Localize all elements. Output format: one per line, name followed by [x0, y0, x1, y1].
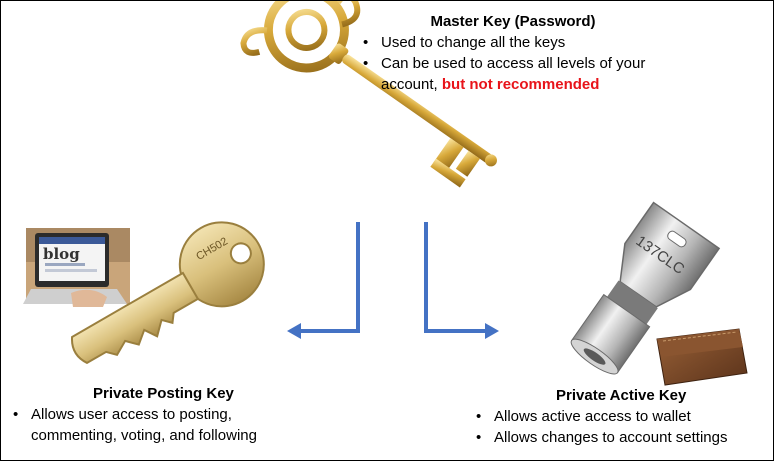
active-key-bullet: Allows changes to account settings: [472, 427, 772, 448]
posting-key-bullets: Allows user access to posting, commentin…: [9, 404, 309, 446]
posting-key-block: Private Posting Key Allows user access t…: [9, 385, 329, 446]
tubular-key-icon: 137CLC: [570, 201, 721, 375]
laptop-photo: [23, 228, 130, 307]
arrow-to-active-key: [424, 222, 499, 339]
master-key-bullet: Used to change all the keys: [359, 32, 679, 53]
master-key-title: Master Key (Password): [430, 13, 596, 30]
active-key-bullet: Allows active access to wallet: [472, 406, 772, 427]
wallet-icon: [656, 328, 748, 386]
master-key-warning: but not recommended: [441, 76, 600, 93]
arrow-to-posting-key: [287, 222, 360, 339]
brass-key-icon: CH502: [71, 221, 265, 365]
active-key-bullets: Allows active access to wallet Allows ch…: [472, 406, 772, 448]
laptop-screen-text: blog: [43, 245, 80, 263]
master-key-bullet-with-warning: Can be used to access all levels of your…: [359, 53, 679, 95]
active-key-block: Private Active Key Allows active access …: [472, 387, 772, 448]
master-key-block: Master Key (Password) Used to change all…: [359, 13, 679, 95]
posting-key-title: Private Posting Key: [93, 385, 234, 402]
master-key-bullet-text: Can be used to access all levels of your…: [381, 55, 646, 93]
posting-key-bullet: Allows user access to posting, commentin…: [9, 404, 309, 446]
master-key-bullets: Used to change all the keys Can be used …: [359, 32, 679, 95]
active-key-title: Private Active Key: [556, 387, 687, 404]
